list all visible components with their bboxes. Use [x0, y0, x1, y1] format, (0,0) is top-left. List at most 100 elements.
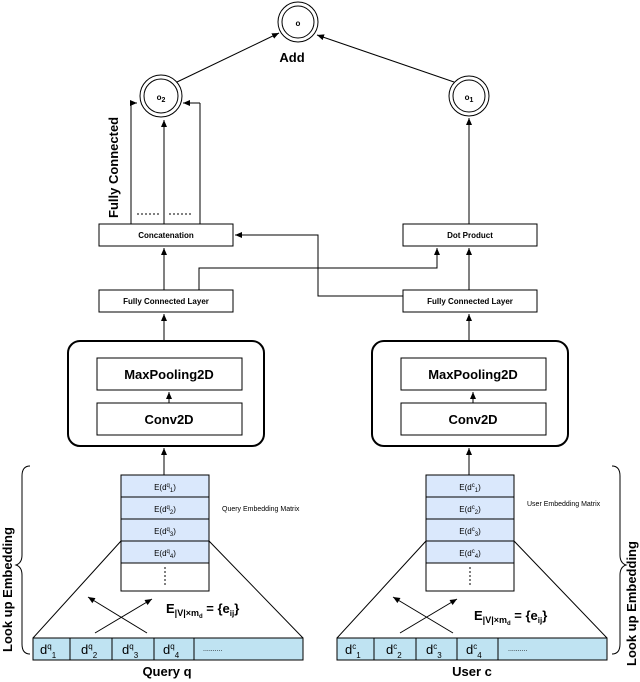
right-token-2: d: [386, 642, 393, 657]
svg-text:dc4: dc4: [466, 642, 482, 660]
left-formula-eq: = {e: [203, 601, 230, 616]
right-cell-1-close: ): [478, 483, 481, 492]
left-formula-end: }: [234, 601, 239, 616]
left-brace: [14, 465, 31, 655]
right-token-1-sub: 1: [356, 651, 361, 660]
dot-product-box: [402, 223, 538, 247]
right-cell-1-text: E(d: [459, 483, 471, 492]
right-formula-subsub: d: [507, 621, 511, 627]
right-cell-3-sup: c: [472, 527, 475, 533]
left-maxpool-box: [96, 357, 243, 391]
o1-main: o: [465, 93, 470, 102]
concatenation-label: Concatenation: [138, 231, 194, 240]
svg-text:E(dc4): E(dc4): [459, 549, 481, 560]
left-input-strip: [32, 637, 304, 661]
right-token-2-sup: c: [393, 642, 397, 651]
right-token-4: d: [466, 642, 473, 657]
right-formula-sub: |V|×m: [483, 615, 507, 625]
left-cell-1-sub: 1: [170, 488, 174, 494]
svg-text:dq2: dq2: [81, 642, 98, 660]
svg-text:dc1: dc1: [345, 642, 361, 660]
right-formula-end: }: [542, 608, 547, 623]
left-conv-label: Conv2D: [144, 412, 193, 427]
svg-text:E|V|×md = {eij}: E|V|×md = {eij}: [166, 601, 239, 620]
svg-text:o2: o2: [157, 93, 166, 104]
svg-text:dq3: dq3: [122, 642, 139, 660]
left-cell-4-text: E(d: [154, 549, 166, 558]
left-token-1-sub: 1: [52, 651, 57, 660]
right-token-3-sup: c: [433, 642, 437, 651]
left-cell-2-text: E(d: [154, 505, 166, 514]
left-cell-1-sup: q: [167, 483, 170, 489]
left-cell-2-sub: 2: [170, 510, 174, 516]
right-cell-4-close: ): [478, 549, 481, 558]
left-fc-layer-box: [98, 289, 234, 313]
left-ellipsis: ..........: [203, 646, 223, 653]
o1-node: o1: [448, 75, 490, 117]
left-cell-2-close: ): [173, 505, 176, 514]
left-token-3-sub: 3: [134, 651, 139, 660]
svg-text:E(dq2): E(dq2): [154, 505, 176, 516]
left-cell-4-sup: q: [167, 549, 170, 555]
o1-sub: 1: [469, 97, 473, 104]
right-cell-1-sub: 1: [475, 488, 479, 494]
right-ellipsis: ..........: [508, 646, 528, 653]
add-label: Add: [279, 50, 304, 65]
arrow-o1-to-output: [316, 34, 455, 83]
left-embedding-matrix: [120, 474, 210, 592]
svg-text:dq1: dq1: [40, 642, 57, 660]
left-cell-1-text: E(d: [154, 483, 166, 492]
right-brace: [611, 465, 628, 655]
query-embedding-matrix-label: Query Embedding Matrix: [222, 506, 300, 513]
right-cell-3-sub: 3: [475, 532, 479, 538]
right-formula-eq: = {e: [511, 608, 538, 623]
left-token-2-sub: 2: [93, 651, 98, 660]
right-cell-4-text: E(d: [459, 549, 471, 558]
right-token-1: d: [345, 642, 352, 657]
left-cell-4-close: ): [173, 549, 176, 558]
query-caption: Query q: [142, 664, 191, 679]
left-formula-ij: ij: [230, 609, 234, 618]
left-token-1-sup: q: [47, 642, 51, 651]
o2-sub: 2: [161, 97, 165, 104]
right-token-3-sub: 3: [437, 651, 442, 660]
left-token-3: d: [122, 642, 129, 657]
svg-text:dc2: dc2: [386, 642, 402, 660]
right-cell-4-sub: 4: [475, 554, 479, 560]
left-token-4-sub: 4: [175, 651, 180, 660]
right-maxpool-label: MaxPooling2D: [428, 367, 518, 382]
left-cell-4-sub: 4: [170, 554, 174, 560]
right-cell-3-text: E(d: [459, 527, 471, 536]
user-embedding-matrix-label: User Embedding Matrix: [527, 501, 601, 508]
left-side-label: Look up Embedding: [0, 527, 15, 652]
left-cell-3-close: ): [173, 527, 176, 536]
right-token-4-sup: c: [473, 642, 477, 651]
right-token-2-sub: 2: [397, 651, 402, 660]
svg-text:E(dc2): E(dc2): [459, 505, 481, 516]
user-caption: User c: [452, 664, 492, 679]
dot-product-label: Dot Product: [447, 231, 493, 240]
svg-text:E|V|×md = {eij}: E|V|×md = {eij}: [474, 608, 547, 627]
left-token-4: d: [163, 642, 170, 657]
right-maxpool-box: [400, 357, 547, 391]
o2-main: o: [157, 93, 162, 102]
right-cell-3-close: ): [478, 527, 481, 536]
svg-text:E(dq3): E(dq3): [154, 527, 176, 538]
left-formula-sub: |V|×m: [175, 608, 199, 618]
left-token-1: d: [40, 642, 47, 657]
right-side-label: Look up Embedding: [624, 541, 639, 666]
left-conv-box: [96, 402, 243, 436]
svg-text:E(dc3): E(dc3): [459, 527, 481, 538]
svg-text:E(dq1): E(dq1): [154, 483, 176, 494]
right-formula-ij: ij: [538, 616, 542, 625]
concatenation-box: [98, 223, 234, 247]
right-input-strip: [336, 637, 608, 661]
right-fc-to-concatenation-arrow: [235, 232, 403, 297]
left-token-3-sup: q: [129, 642, 133, 651]
right-cell-2-text: E(d: [459, 505, 471, 514]
left-cell-2-sup: q: [167, 505, 170, 511]
right-token-1-sup: c: [352, 642, 356, 651]
right-token-3: d: [426, 642, 433, 657]
right-embedding-matrix: [425, 474, 515, 592]
